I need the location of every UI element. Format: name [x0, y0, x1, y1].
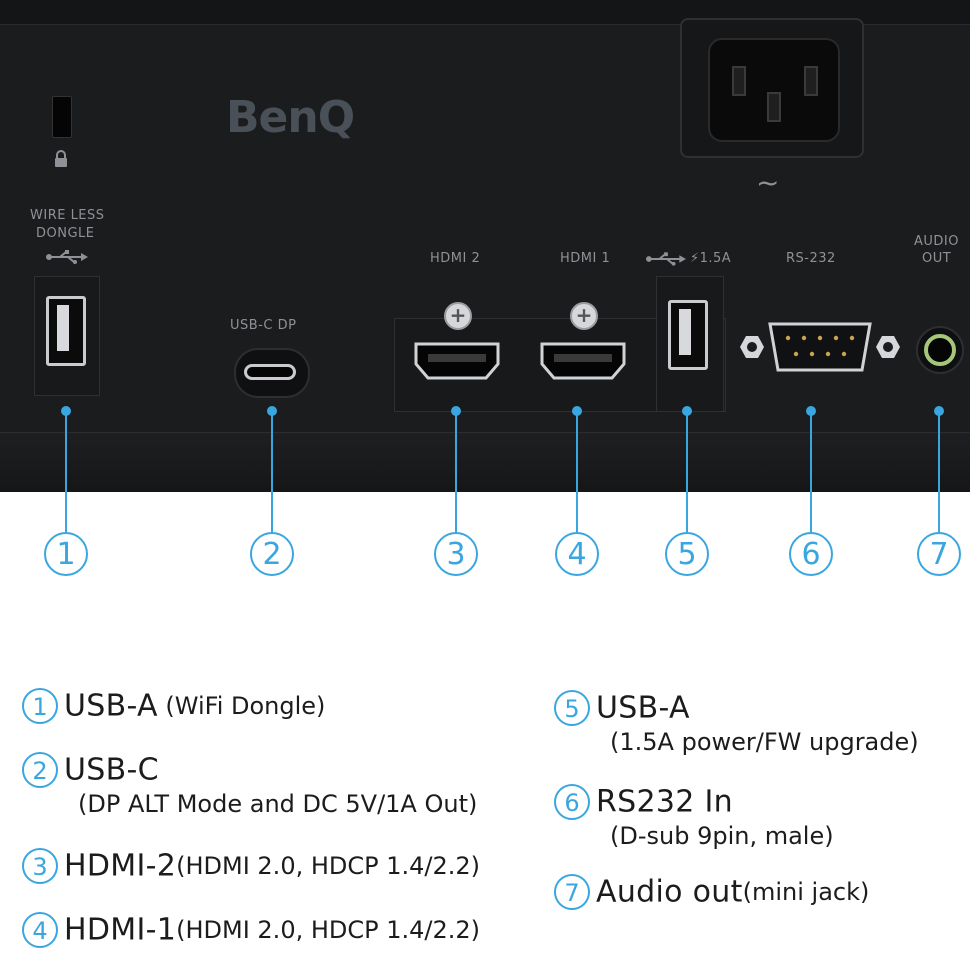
- legend-name: HDMI-1: [64, 912, 177, 948]
- panel-bottom-edge: [0, 432, 970, 492]
- callout-line-2: [271, 414, 273, 492]
- legend-name: USB-C: [64, 752, 159, 788]
- callout-number-6: 6: [789, 532, 833, 576]
- callout-line-5b: [686, 492, 688, 532]
- screw-icon: +: [444, 302, 472, 330]
- rs232-port: [740, 322, 900, 372]
- callout-line-4b: [576, 492, 578, 532]
- kensington-slot: [52, 96, 72, 138]
- ac-symbol: ~: [756, 166, 780, 199]
- label-dongle: DONGLE: [36, 226, 95, 241]
- legend-name: USB-A: [64, 688, 158, 724]
- callout-line-1: [65, 414, 67, 492]
- usb-a-port-5: [668, 300, 708, 370]
- legend-desc: (D-sub 9pin, male): [610, 822, 834, 850]
- hdmi-2-port: [414, 342, 500, 380]
- label-hdmi1: HDMI 1: [560, 251, 611, 266]
- legend-desc: (DP ALT Mode and DC 5V/1A Out): [78, 790, 478, 818]
- callout-dot-6: [806, 406, 816, 416]
- callout-dot-2: [267, 406, 277, 416]
- callout-line-6b: [810, 492, 812, 532]
- power-pin-left: [732, 66, 746, 96]
- callout-line-7b: [938, 492, 940, 532]
- legend-number: 3: [22, 848, 58, 884]
- label-usb-c-dp: USB-C DP: [230, 318, 297, 333]
- legend-desc: (1.5A power/FW upgrade): [610, 728, 919, 756]
- label-wireless: WIRE LESS: [30, 208, 105, 223]
- legend-desc: (HDMI 2.0, HDCP 1.4/2.2): [176, 852, 481, 880]
- legend-number: 1: [22, 688, 58, 724]
- callout-number-5: 5: [665, 532, 709, 576]
- legend-desc: (HDMI 2.0, HDCP 1.4/2.2): [176, 916, 481, 944]
- power-inlet: [680, 18, 864, 158]
- legend-desc: (mini jack): [742, 878, 870, 906]
- callout-line-3: [455, 414, 457, 492]
- panel-top-edge: [0, 0, 970, 25]
- brand-logo: BenQ: [226, 92, 355, 143]
- power-pin-right: [804, 66, 818, 96]
- power-socket: [708, 38, 840, 142]
- label-audio: AUDIO: [914, 234, 959, 249]
- screw-icon: +: [570, 302, 598, 330]
- callout-number-4: 4: [555, 532, 599, 576]
- callout-number-7: 7: [917, 532, 961, 576]
- legend-name: HDMI-2: [64, 848, 177, 884]
- legend-number: 2: [22, 752, 58, 788]
- usb-c-port: [234, 348, 310, 398]
- usb-a-port-1: [46, 296, 86, 366]
- callout-line-5: [686, 414, 688, 492]
- callout-number-2: 2: [250, 532, 294, 576]
- callout-line-3b: [455, 492, 457, 532]
- callout-line-7: [938, 414, 940, 492]
- legend-desc: (WiFi Dongle): [157, 692, 326, 720]
- audio-jack: [916, 326, 964, 374]
- legend-number: 4: [22, 912, 58, 948]
- callout-line-4: [576, 414, 578, 492]
- callout-number-3: 3: [434, 532, 478, 576]
- callout-dot-4: [572, 406, 582, 416]
- callout-dot-7: [934, 406, 944, 416]
- usb-icon: [46, 250, 88, 264]
- legend-number: 7: [554, 874, 590, 910]
- label-usb-1-5a: ⚡1.5A: [690, 251, 732, 266]
- legend-number: 6: [554, 784, 590, 820]
- callout-line-2b: [271, 492, 273, 532]
- hdmi-1-port: [540, 342, 626, 380]
- lock-icon: [55, 150, 67, 167]
- callout-dot-1: [61, 406, 71, 416]
- callout-line-1b: [65, 492, 67, 532]
- label-rs232: RS-232: [786, 251, 836, 266]
- callout-line-6: [810, 414, 812, 492]
- legend-number: 5: [554, 690, 590, 726]
- power-pin-ground: [767, 92, 781, 122]
- label-hdmi2: HDMI 2: [430, 251, 481, 266]
- callout-dot-3: [451, 406, 461, 416]
- projector-rear-panel: BenQ ~ WIRE LESS DONGLE USB-C DP HDMI 2 …: [0, 0, 970, 492]
- callout-dot-5: [682, 406, 692, 416]
- legend-name: RS232 In: [596, 784, 733, 820]
- legend-name: Audio out: [596, 874, 743, 910]
- callout-number-1: 1: [44, 532, 88, 576]
- legend-name: USB-A: [596, 690, 690, 726]
- usb-icon: [646, 252, 686, 266]
- label-out: OUT: [922, 251, 952, 266]
